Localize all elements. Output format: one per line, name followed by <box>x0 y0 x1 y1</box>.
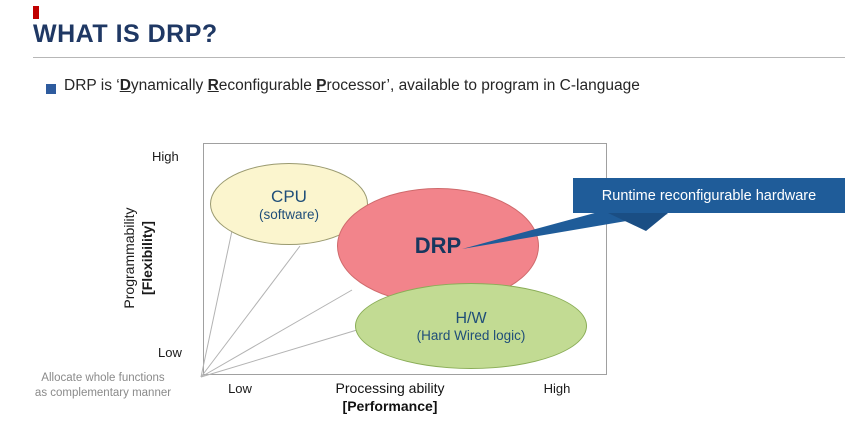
page-title: WHAT IS DRP? <box>33 20 218 48</box>
title-accent-bar <box>33 6 39 19</box>
bullet-segment: econfigurable <box>218 77 317 94</box>
x-axis-title: Processing ability [Performance] <box>295 379 485 415</box>
y-tick-high: High <box>152 149 179 164</box>
x-tick-high: High <box>543 381 571 396</box>
bullet-text: DRP is ‘Dynamically Reconfigurable Proce… <box>64 77 640 95</box>
y-axis-title-line2: [Flexibility] <box>139 221 155 295</box>
footnote: Allocate whole functions as complementar… <box>8 371 198 401</box>
y-axis-title: Programmability [Flexibility] <box>120 143 156 373</box>
bullet-letter-p: P <box>316 77 327 94</box>
cpu-label: CPU <box>271 186 307 206</box>
drp-label: DRP <box>414 233 462 258</box>
bullet-icon <box>46 84 56 94</box>
cpu-sublabel: (software) <box>258 206 319 222</box>
x-axis-title-line1: Processing ability <box>335 380 445 396</box>
y-axis-title-line1: Programmability <box>121 207 137 309</box>
bullet-segment: ynamically <box>130 77 208 94</box>
bullet-segment: DRP is ‘ <box>64 77 120 94</box>
bullet-letter-r: R <box>207 77 219 94</box>
footnote-line1: Allocate whole functions <box>41 372 165 384</box>
y-tick-low: Low <box>158 345 182 360</box>
callout-text: Runtime reconfigurable hardware <box>601 187 817 204</box>
footnote-line2: as complementary manner <box>34 387 172 399</box>
hw-label: H/W <box>455 309 487 327</box>
callout-runtime-reconfigurable: Runtime reconfigurable hardware <box>573 178 845 213</box>
hw-ellipse: H/W (Hard Wired logic) <box>355 283 587 369</box>
x-tick-low: Low <box>228 381 252 396</box>
x-axis-title-line2: [Performance] <box>342 398 438 414</box>
bullet-segment: rocessor’, available to program in C-lan… <box>326 77 640 94</box>
bullet-letter-d: D <box>119 77 131 94</box>
title-divider <box>33 57 845 58</box>
hw-sublabel: (Hard Wired logic) <box>416 327 526 343</box>
